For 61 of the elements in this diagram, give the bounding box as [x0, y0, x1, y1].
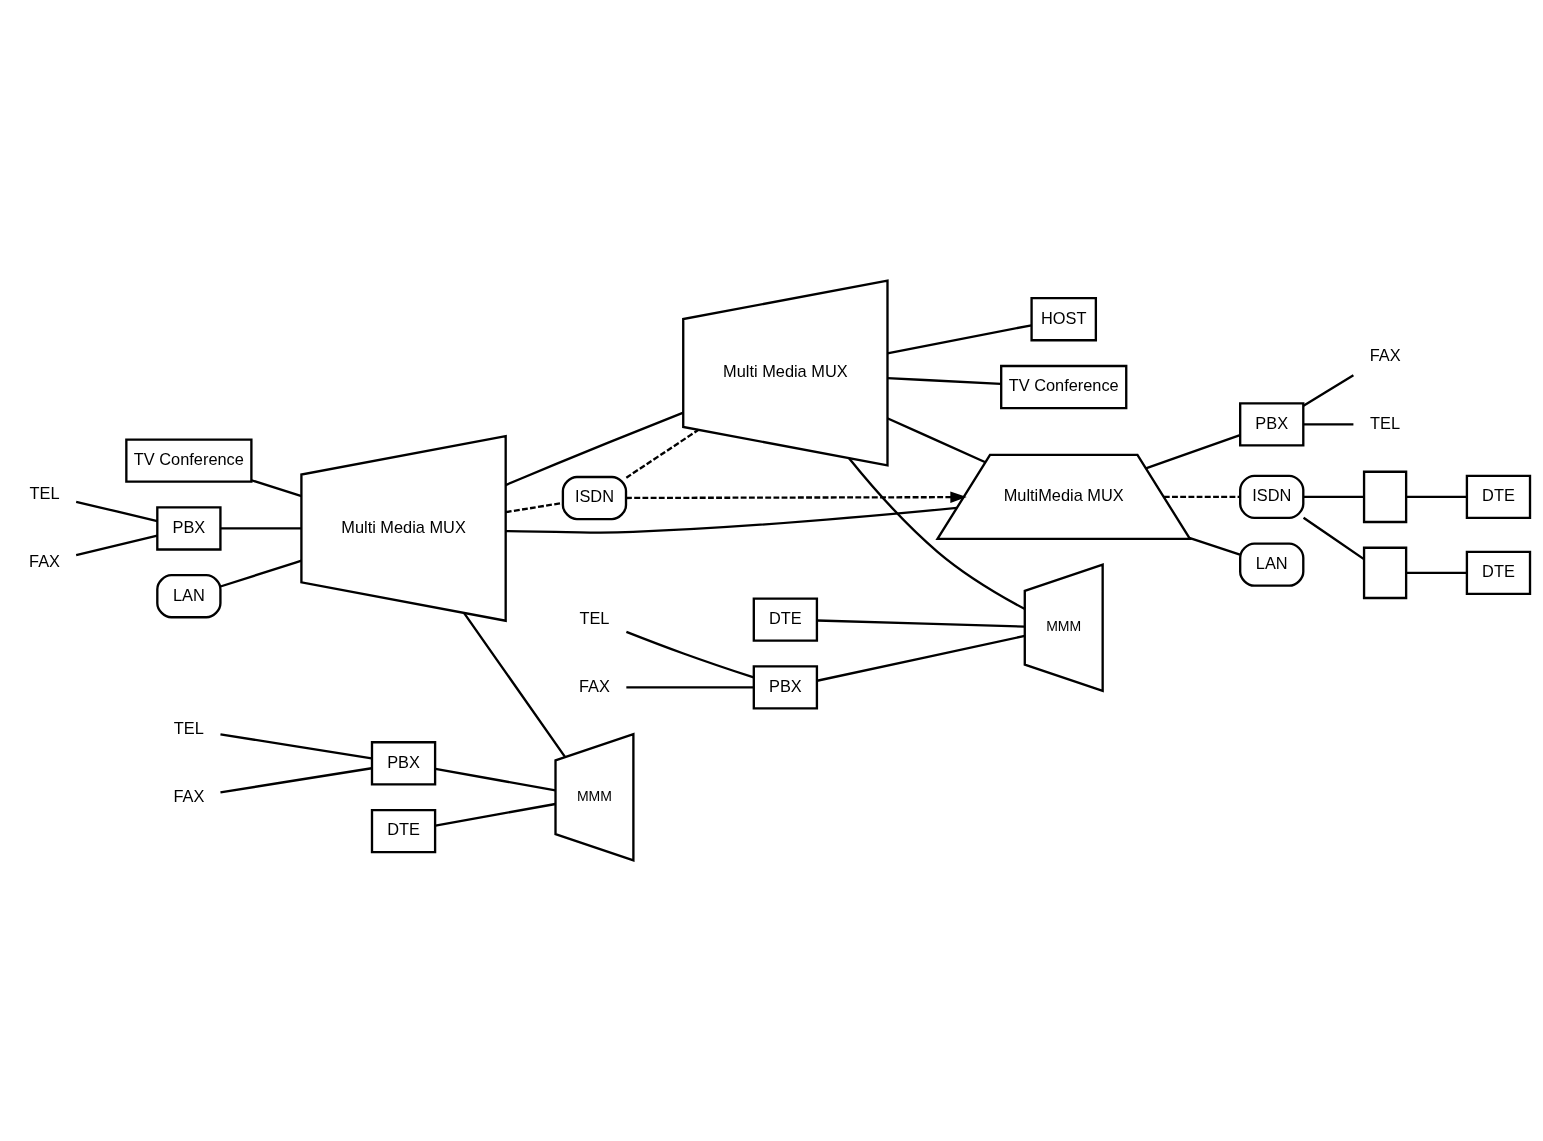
- connector: [626, 686, 754, 689]
- node-box: DTE: [1465, 550, 1532, 596]
- connector: [887, 324, 1032, 355]
- connector: [220, 527, 302, 530]
- connector: [1302, 374, 1354, 407]
- arrow: [626, 491, 967, 503]
- connector: [1303, 495, 1364, 499]
- connector: [505, 501, 563, 514]
- node-box: ISDN: [561, 475, 628, 521]
- connector: [1406, 571, 1467, 574]
- node-text: FAX: [173, 786, 205, 805]
- connector: [75, 534, 158, 557]
- connector: [848, 457, 1026, 611]
- connector: [251, 479, 302, 498]
- connector: [816, 634, 1026, 682]
- node-box: PBX: [156, 506, 222, 551]
- node-text: TEL: [1370, 413, 1401, 432]
- connector: [625, 630, 754, 679]
- node-text: FAX: [1369, 345, 1401, 364]
- connector: [505, 411, 684, 487]
- node-box: PBX: [752, 665, 819, 710]
- connector: [1406, 495, 1467, 499]
- node-text: FAX: [29, 551, 60, 570]
- node-box: MMM: [1023, 563, 1104, 693]
- connector: [220, 733, 372, 760]
- node-box: [1362, 470, 1408, 524]
- node-box: Multi Media MUX: [300, 434, 507, 623]
- node-text: TEL: [29, 483, 60, 502]
- connector: [220, 559, 302, 588]
- connector: [435, 802, 556, 827]
- node-box: DTE: [1465, 474, 1532, 520]
- connector: [625, 428, 700, 479]
- node-box: PBX: [1239, 402, 1305, 447]
- node-box: TV Conference: [1000, 364, 1128, 410]
- node-text: TEL: [579, 608, 610, 627]
- connector: [1302, 516, 1365, 561]
- connector: [887, 376, 1001, 386]
- connector: [1303, 423, 1354, 426]
- node-box: Multi Media MUX: [682, 279, 889, 467]
- connector: [1145, 434, 1241, 470]
- node-text: TEL: [173, 718, 204, 737]
- connector: [463, 612, 566, 758]
- connector: [817, 619, 1025, 628]
- node-box: PBX: [370, 741, 437, 786]
- node-text: FAX: [578, 676, 610, 695]
- node-box: DTE: [752, 597, 819, 642]
- connector: [75, 500, 158, 523]
- node-box: MMM: [554, 732, 635, 862]
- node-box: ISDN: [1239, 474, 1305, 520]
- node-box: DTE: [370, 808, 437, 854]
- connector: [435, 767, 556, 792]
- connector: [886, 417, 986, 464]
- node-box: HOST: [1030, 297, 1098, 342]
- connector: [505, 506, 957, 534]
- node-box: TV Conference: [125, 438, 253, 483]
- connector: [220, 767, 372, 794]
- connector: [1163, 495, 1240, 499]
- connector: [1188, 536, 1241, 556]
- node-box: LAN: [156, 574, 222, 619]
- node-box: [1362, 546, 1408, 600]
- node-box: LAN: [1239, 542, 1305, 587]
